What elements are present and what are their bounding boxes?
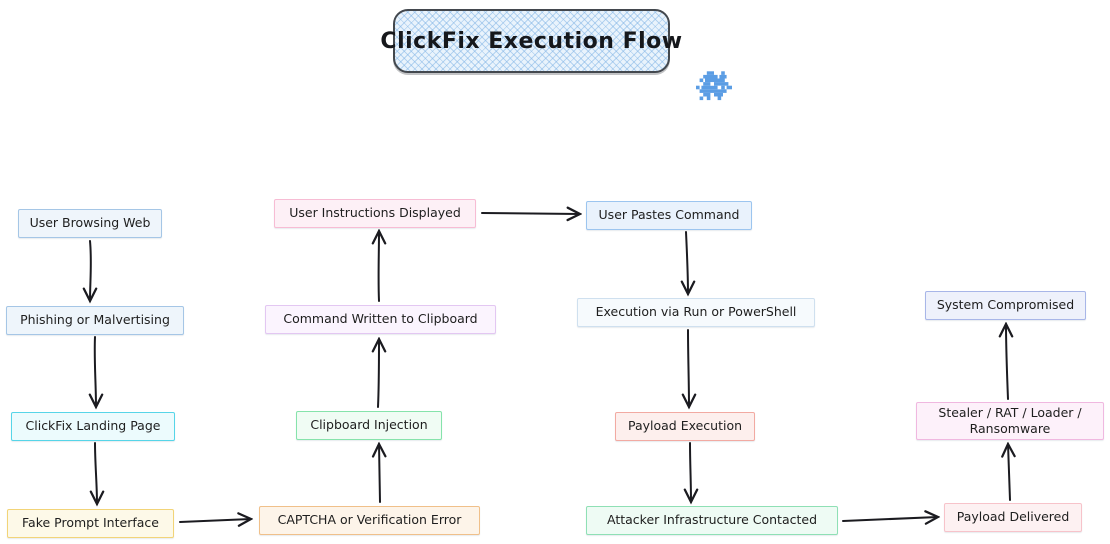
node-execution-via-run-or-powershell: Execution via Run or PowerShell xyxy=(577,298,815,327)
node-user-browsing-web: User Browsing Web xyxy=(18,209,162,238)
node-system-compromised: System Compromised xyxy=(925,291,1086,320)
node-attacker-infrastructure-contacted: Attacker Infrastructure Contacted xyxy=(586,506,838,535)
arrow-pastes-to-execution xyxy=(686,231,688,294)
arrow-delivered-to-stealer xyxy=(1008,444,1010,501)
diagram-title: ClickFix Execution Flow xyxy=(380,28,683,54)
pixel-virus-icon xyxy=(696,71,732,101)
arrow-landing-page-to-fake-prompt xyxy=(95,442,97,504)
node-user-instructions-displayed: User Instructions Displayed xyxy=(274,199,476,228)
arrow-phishing-to-landing-page xyxy=(95,336,96,407)
arrow-captcha-to-clipboard-injection xyxy=(379,444,380,503)
arrow-fake-prompt-to-captcha xyxy=(179,519,251,522)
node-clickfix-landing-page: ClickFix Landing Page xyxy=(11,412,175,441)
node-payload-delivered: Payload Delivered xyxy=(944,503,1082,532)
arrow-stealer-to-compromised xyxy=(1006,324,1008,400)
node-captcha-or-verification-error: CAPTCHA or Verification Error xyxy=(259,506,480,535)
arrow-attacker-to-payload-delivered xyxy=(842,517,938,521)
node-payload-execution: Payload Execution xyxy=(615,412,755,441)
arrow-injection-to-command-written xyxy=(378,339,379,408)
node-user-pastes-command: User Pastes Command xyxy=(586,201,752,230)
diagram-title-box: ClickFix Execution Flow xyxy=(380,9,682,73)
node-fake-prompt-interface: Fake Prompt Interface xyxy=(7,509,174,538)
arrow-user-browsing-to-phishing xyxy=(90,240,91,301)
node-stealer-rat-loader-ransomware: Stealer / RAT / Loader / Ransomware xyxy=(916,402,1104,440)
arrow-payload-execution-to-attacker xyxy=(690,442,691,502)
node-command-written-to-clipboard: Command Written to Clipboard xyxy=(265,305,496,334)
arrow-instructions-to-pastes-command xyxy=(481,213,580,214)
node-phishing-or-malvertising: Phishing or Malvertising xyxy=(6,306,184,335)
node-clipboard-injection: Clipboard Injection xyxy=(296,411,442,440)
arrow-execution-to-payload-execution xyxy=(688,329,689,407)
